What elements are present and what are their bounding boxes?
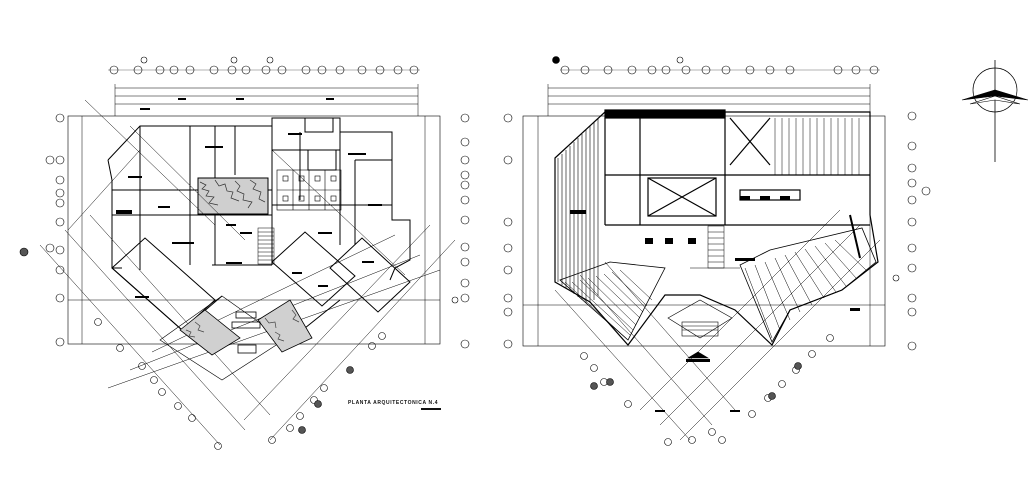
plan-title: PLANTA ARQUITECTONICA N.4 [348, 400, 439, 406]
entrance-planters [179, 299, 313, 356]
restroom-block [276, 169, 342, 211]
roof-plan [503, 56, 931, 446]
entrance-canopy [667, 299, 733, 362]
top-dimension-lines [114, 84, 419, 116]
roof-top-grid-markers [552, 56, 880, 75]
top-grid-markers [108, 56, 420, 75]
room-label-marks [116, 98, 382, 298]
diagonal-wings [111, 231, 411, 381]
roof-diagonal-grid-markers [580, 334, 834, 446]
side-grid-markers [19, 113, 470, 349]
central-garden [197, 177, 269, 215]
stairs [257, 227, 275, 265]
floor-plan [19, 56, 470, 450]
north-arrow-icon [961, 60, 1029, 162]
roof-construction-lines [554, 111, 881, 441]
construction-lines [39, 99, 456, 446]
lower-roof-slopes [559, 214, 877, 343]
diagonal-grid-markers [94, 318, 386, 450]
roof-outline [554, 109, 879, 346]
plan-title-underline [421, 408, 441, 410]
roof-top-dimension-lines [547, 84, 871, 116]
right-roof-slope-hatching [774, 118, 860, 175]
roof-label-marks [570, 196, 860, 412]
roof-side-grid-markers [503, 111, 931, 351]
